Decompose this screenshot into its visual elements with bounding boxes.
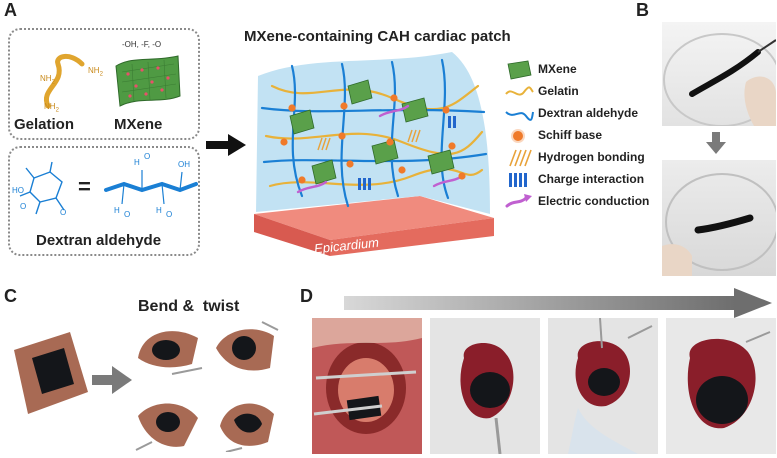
charge-interaction-icon — [509, 173, 527, 187]
legend-label: Charge interaction — [538, 172, 645, 186]
panel-label-a: A — [4, 0, 17, 20]
photo-d-heart-3 — [666, 318, 776, 454]
nh2-label-3: NH2 — [44, 102, 59, 114]
legend-item-dextran: Dextran aldehyde — [504, 104, 694, 124]
legend-label: Hydrogen bonding — [538, 150, 645, 164]
gelatin-strand-icon — [505, 86, 534, 96]
mxene-sheet-illustration — [115, 55, 181, 107]
photo-b-top — [662, 22, 776, 126]
photo-c-twist-2 — [212, 392, 280, 452]
dextran-aldehyde-box: HO O O = H O OH H O H O Dextran aldehyde — [8, 146, 200, 256]
mxene-sheet-icon — [507, 60, 532, 80]
legend-label: Dextran aldehyde — [538, 106, 639, 120]
nh2-label-1: NH2 — [40, 74, 55, 86]
gelation-mxene-box: NH2 NH2 NH2 -OH, -F, -O Gelation MXene — [8, 28, 200, 140]
photo-c-twist-1 — [132, 392, 204, 452]
legend-label: Gelatin — [538, 84, 579, 98]
legend-item-charge: Charge interaction — [504, 170, 694, 190]
legend-item-mxene: MXene — [504, 60, 694, 80]
legend-label: Schiff base — [538, 128, 603, 142]
gelatin-molecule-icon — [43, 54, 85, 109]
mxene-label: MXene — [114, 116, 163, 133]
bend-twist-label: Bend & twist — [138, 298, 240, 315]
photo-d-heart-2 — [548, 318, 658, 454]
photo-b-bottom — [662, 160, 776, 276]
legend-item-conduction: Electric conduction — [504, 192, 694, 212]
legend: MXene Gelatin Dextran aldehyde Schiff ba… — [504, 60, 694, 220]
legend-label: MXene — [538, 62, 577, 76]
equals-sign: = — [78, 174, 91, 199]
chem-h-label-3: H — [156, 206, 162, 215]
chem-o-label-4: O — [124, 210, 131, 219]
legend-label: Electric conduction — [538, 194, 650, 208]
gray-gradient-arrow-icon — [344, 288, 772, 318]
photo-c-bend-2 — [212, 318, 280, 378]
legend-item-hbond: Hydrogen bonding — [504, 148, 694, 168]
black-arrow-icon — [206, 134, 246, 156]
dextran-chain-structure — [104, 170, 198, 205]
panel-label-c: C — [4, 286, 17, 306]
hydrogel-network-illustration — [254, 52, 494, 256]
photo-d-heart-1 — [430, 318, 540, 454]
legend-item-gelatin: Gelatin — [504, 82, 694, 102]
panel-label-d: D — [300, 286, 313, 306]
chem-o-label-3: O — [144, 152, 151, 161]
chem-o-label-5: O — [166, 210, 173, 219]
legend-item-schiff: Schiff base — [504, 126, 694, 146]
patch-title: MXene-containing CAH cardiac patch — [244, 28, 511, 45]
gray-down-arrow-icon — [706, 132, 726, 154]
chem-o-label-1: O — [20, 202, 27, 211]
panel-label-b: B — [636, 0, 649, 20]
chem-h-label-1: H — [134, 158, 140, 167]
chem-oh-label: OH — [178, 160, 190, 169]
gray-right-arrow-icon — [92, 366, 132, 394]
mxene-groups-label: -OH, -F, -O — [122, 40, 162, 49]
electric-conduction-icon — [505, 194, 532, 208]
gelation-label: Gelation — [14, 116, 75, 133]
schiff-base-dot-icon — [511, 129, 525, 143]
hydrogen-bond-icon — [509, 149, 532, 167]
chem-ho-label: HO — [12, 186, 24, 195]
chem-h-label-2: H — [114, 206, 120, 215]
nh2-label-2: NH2 — [88, 66, 103, 78]
chem-o-label-2: O — [60, 208, 67, 217]
photo-c-bend-1 — [132, 318, 204, 378]
dextran-strand-icon — [505, 111, 534, 121]
photo-d-surgery — [312, 318, 422, 454]
photo-c-patch — [8, 330, 90, 416]
dextran-aldehyde-label: Dextran aldehyde — [36, 232, 162, 249]
dextran-ring-structure — [19, 161, 65, 215]
